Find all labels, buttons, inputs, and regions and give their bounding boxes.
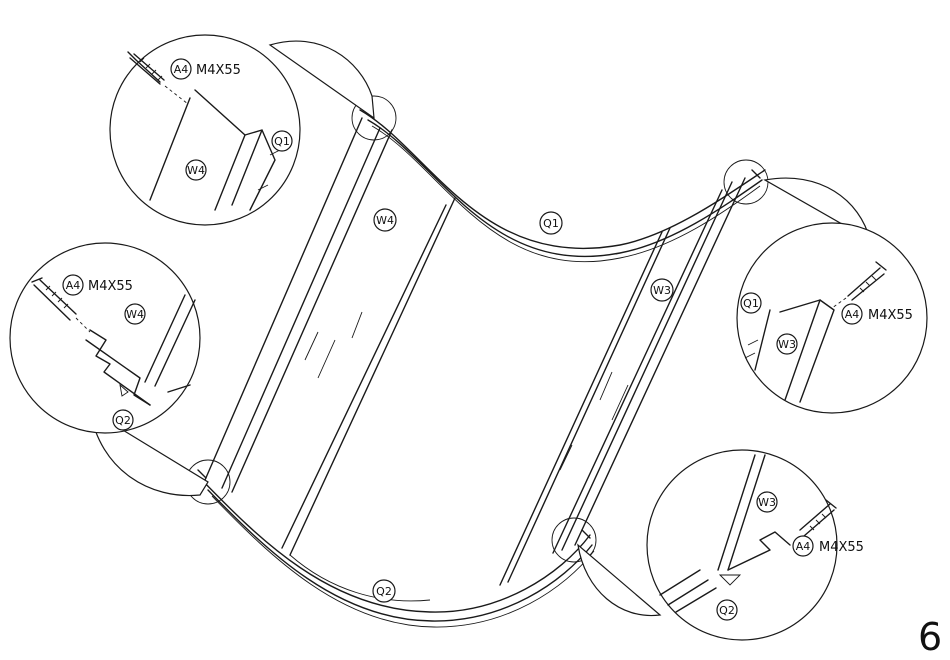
svg-text:M4X55: M4X55 bbox=[868, 308, 913, 323]
callout-l-label-q2: Q2 bbox=[113, 410, 133, 430]
svg-text:Q1: Q1 bbox=[743, 297, 759, 310]
callout-top-left: A4 M4X55 Q1 W4 bbox=[110, 35, 374, 225]
svg-text:M4X55: M4X55 bbox=[819, 540, 864, 555]
callout-right: Q1 A4 M4X55 W3 bbox=[737, 178, 927, 413]
svg-text:A4: A4 bbox=[66, 279, 81, 292]
svg-text:M4X55: M4X55 bbox=[196, 63, 241, 78]
callout-tl-label-w4: W4 bbox=[186, 160, 206, 180]
callout-l-label-w4: W4 bbox=[125, 304, 145, 324]
label-q1-main: Q1 bbox=[540, 212, 562, 234]
svg-text:W4: W4 bbox=[376, 214, 394, 227]
svg-text:Q1: Q1 bbox=[274, 135, 290, 148]
svg-text:W4: W4 bbox=[187, 164, 205, 177]
label-w3-main: W3 bbox=[651, 279, 673, 301]
callout-r-label-w3: W3 bbox=[777, 334, 797, 354]
svg-text:W4: W4 bbox=[126, 308, 144, 321]
svg-text:W3: W3 bbox=[758, 496, 776, 509]
label-w4-main: W4 bbox=[374, 209, 396, 231]
callout-left: A4 M4X55 W4 Q2 bbox=[10, 243, 208, 496]
callout-br-label-w3: W3 bbox=[757, 492, 777, 512]
label-q2-main: Q2 bbox=[373, 580, 395, 602]
svg-text:Q2: Q2 bbox=[719, 604, 735, 617]
callout-bottom-right: W3 A4 M4X55 Q2 bbox=[578, 450, 864, 640]
page-number: 6 bbox=[918, 615, 942, 659]
svg-text:W3: W3 bbox=[778, 338, 796, 351]
svg-text:A4: A4 bbox=[174, 63, 189, 76]
svg-text:A4: A4 bbox=[796, 540, 811, 553]
svg-text:Q1: Q1 bbox=[543, 217, 559, 230]
callout-br-label-q2: Q2 bbox=[717, 600, 737, 620]
svg-text:W3: W3 bbox=[653, 284, 671, 297]
svg-text:Q2: Q2 bbox=[115, 414, 131, 427]
svg-text:A4: A4 bbox=[845, 308, 860, 321]
callout-r-label-q1: Q1 bbox=[741, 293, 761, 313]
svg-text:M4X55: M4X55 bbox=[88, 279, 133, 294]
svg-text:Q2: Q2 bbox=[376, 585, 392, 598]
callout-tl-label-q1: Q1 bbox=[272, 131, 292, 151]
